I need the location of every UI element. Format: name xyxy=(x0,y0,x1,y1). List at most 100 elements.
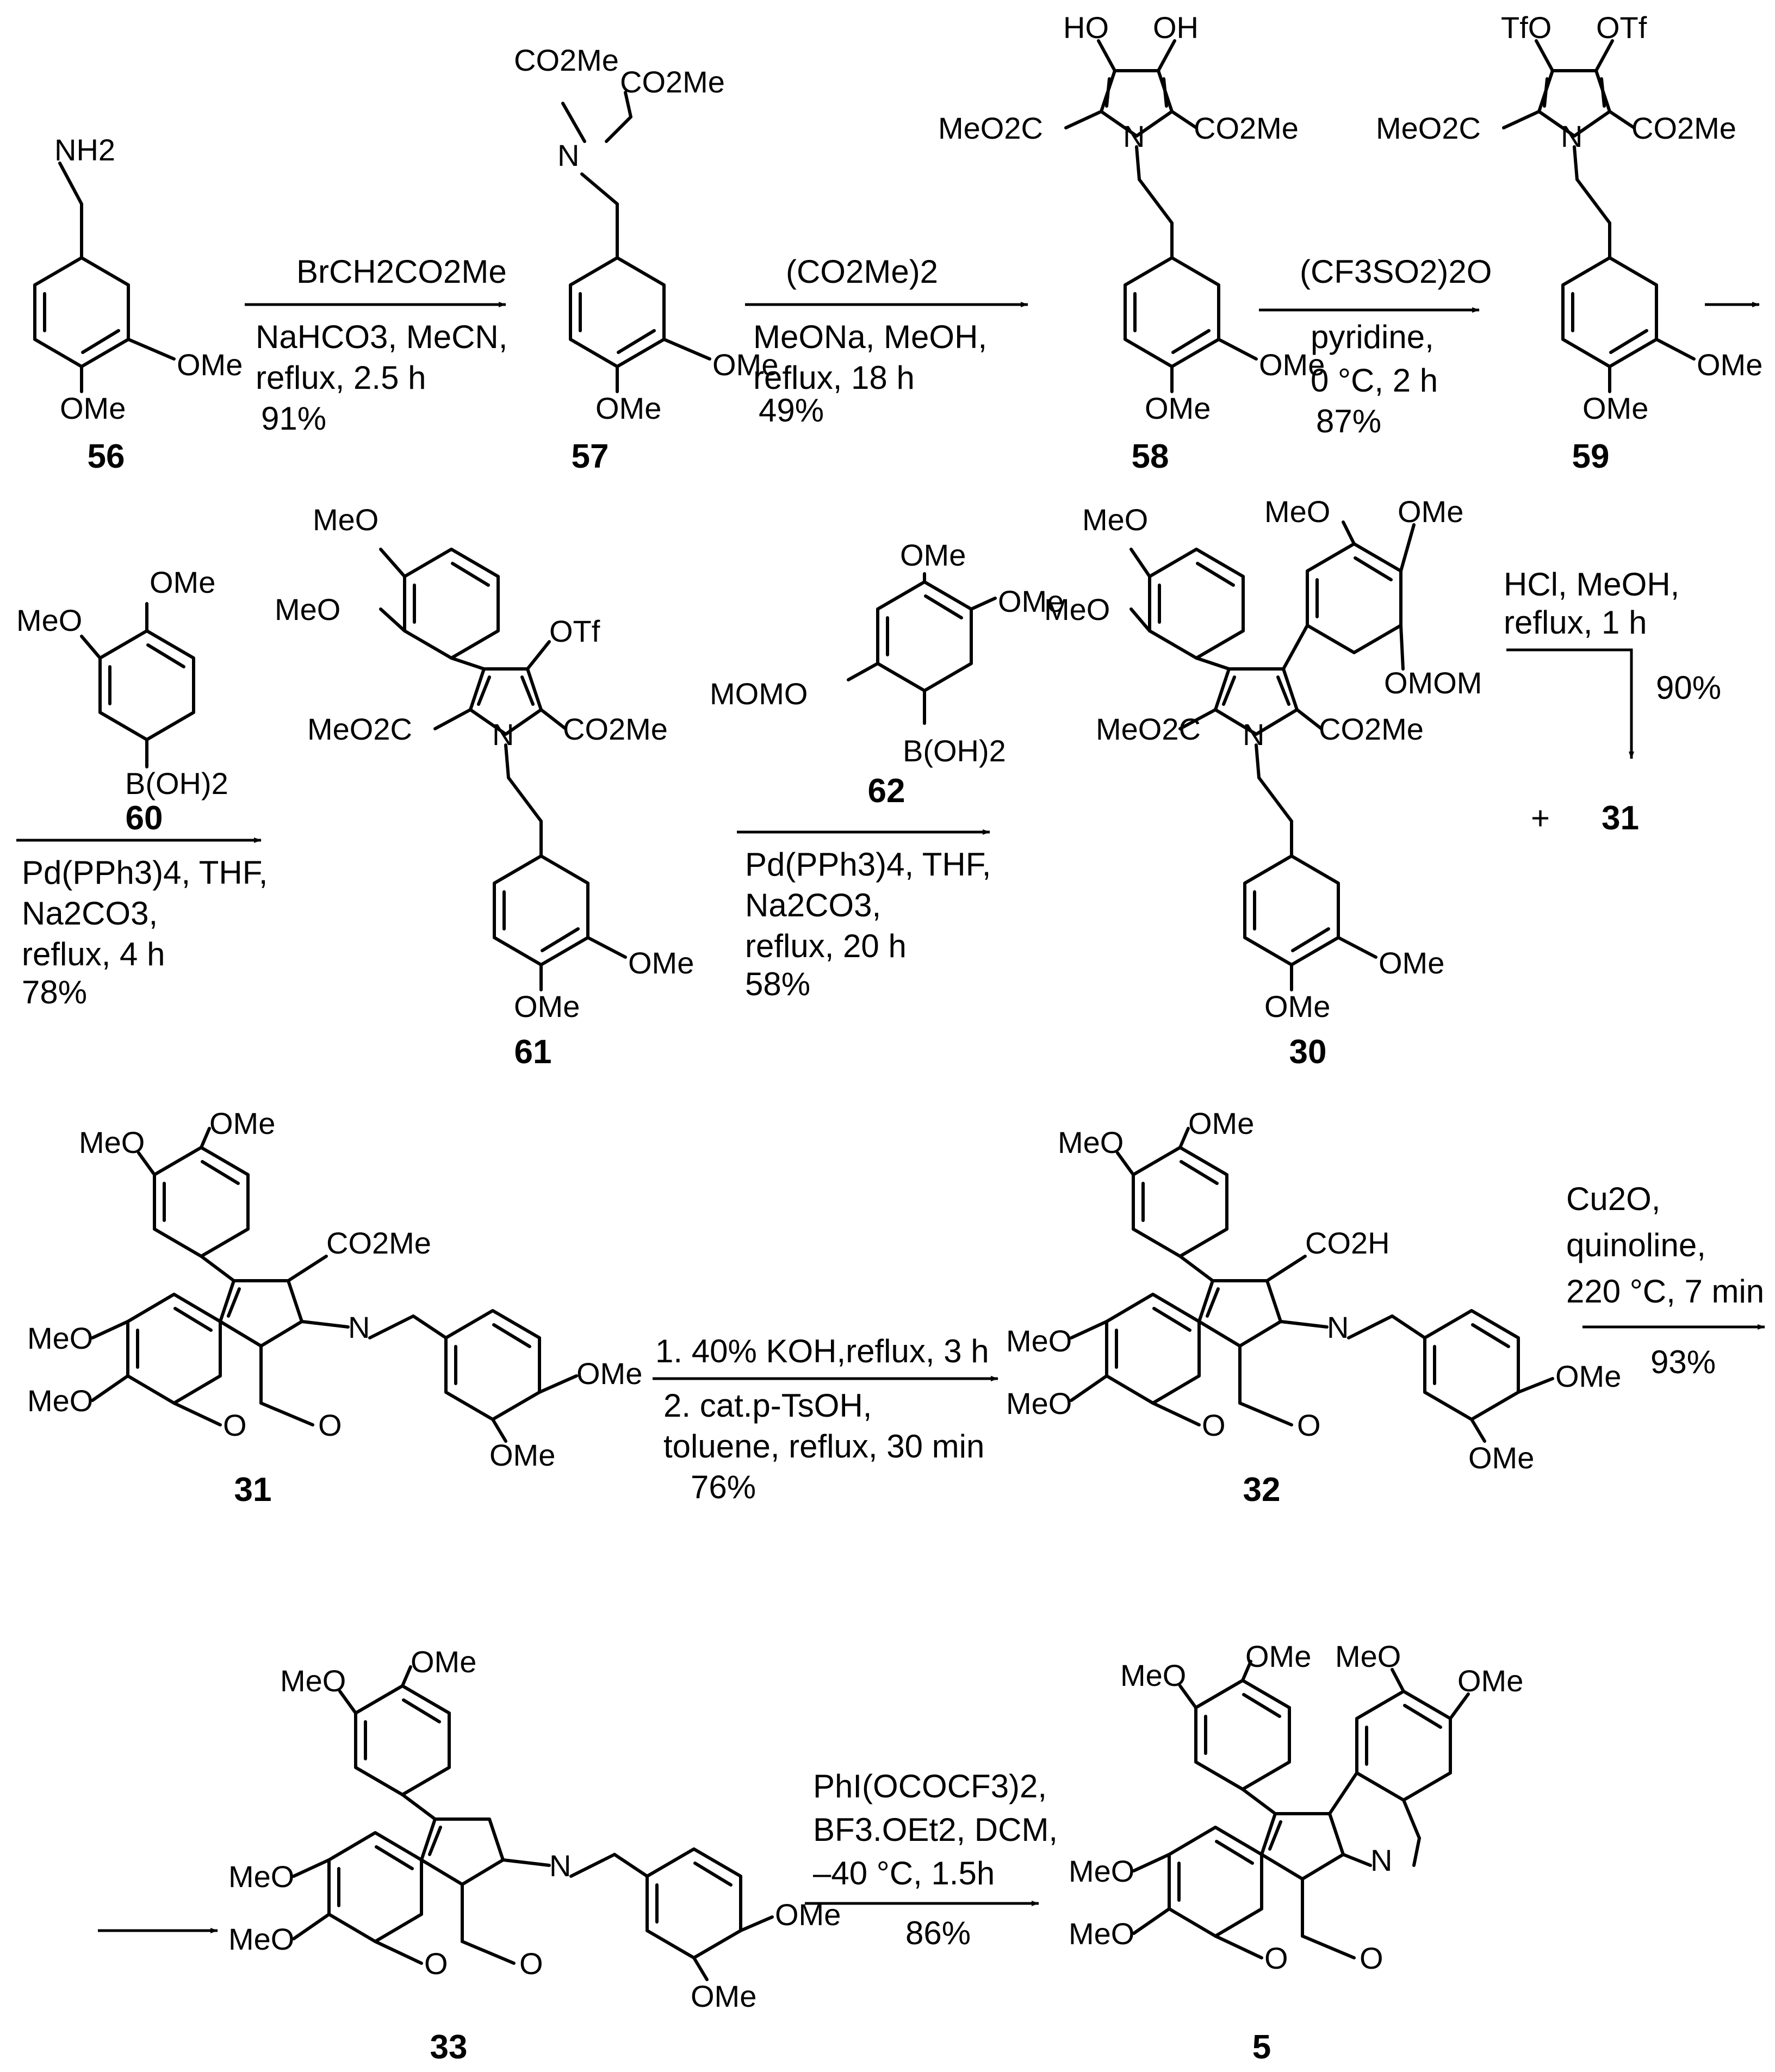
methoxy-group: OMe xyxy=(1468,1441,1534,1475)
step-7: 1. 40% KOH,reflux, 3 h 2. cat.p-TsOH, to… xyxy=(653,1333,998,1505)
compound-32: MeO OMe CO2H N MeO MeO OMe OMe O O 32 xyxy=(1006,1106,1621,1509)
methoxy-group: OMe xyxy=(177,348,243,382)
pyrrole-nitrogen: N xyxy=(348,1310,370,1344)
methoxy-group: OMe xyxy=(1379,946,1444,980)
methoxy-group: OMe xyxy=(514,989,580,1023)
hydroxy-group: OH xyxy=(1153,10,1199,45)
methoxy-group: OMe xyxy=(1145,391,1211,425)
step-3: (CF3SO2)2O pyridine, 0 °C, 2 h 87% xyxy=(1259,253,1492,439)
compound-label-56: 56 xyxy=(88,438,125,475)
compound-label-31: 31 xyxy=(234,1471,272,1509)
step-6: HCl, MeOH, reflux, 1 h 90% + 31 xyxy=(1504,566,1721,837)
pyrrole-nitrogen: N xyxy=(549,1848,571,1883)
methoxy-group: OMe xyxy=(595,391,661,425)
carbonyl-oxygen: O xyxy=(1297,1408,1321,1442)
reagent-line: BrCH2CO2Me xyxy=(296,253,507,290)
methoxy-group: OMe xyxy=(150,565,215,599)
compound-59: TfO OTf MeO2C CO2Me N OMe OMe 59 xyxy=(1376,10,1762,475)
methoxy-group: OMe xyxy=(576,1356,642,1391)
carbonyl-oxygen: O xyxy=(519,1946,543,1981)
methoxy-group: MeO xyxy=(1335,1639,1401,1673)
methoxy-group: OMe xyxy=(628,946,694,980)
compound-31: MeO OMe CO2Me N MeO MeO OMe OMe O O 31 xyxy=(27,1106,642,1509)
methoxy-group: MeO xyxy=(1006,1386,1072,1420)
methoxy-group: OMe xyxy=(900,538,966,572)
reaction-arrow xyxy=(1506,648,1634,759)
methoxy-group: MeO xyxy=(1069,1916,1134,1951)
yield-label: 90% xyxy=(1656,669,1721,706)
compound-60: OMe MeO B(OH)2 60 xyxy=(16,565,228,837)
methoxy-group: MeO xyxy=(1069,1854,1134,1888)
reagent-line: reflux, 2.5 h xyxy=(256,359,426,396)
methoxy-group: MeO xyxy=(1082,503,1148,537)
methoxy-group: MeO xyxy=(1120,1658,1186,1692)
yield-label: 86% xyxy=(905,1915,971,1951)
reagent-line: BF3.OEt2, DCM, xyxy=(813,1812,1058,1848)
yield-label: 49% xyxy=(759,392,824,429)
triflate-group: TfO xyxy=(1501,10,1551,45)
ester-group: CO2Me xyxy=(1194,111,1299,145)
reagent-line: HCl, MeOH, xyxy=(1504,566,1679,603)
methoxy-group: OMe xyxy=(1457,1664,1523,1698)
reagent-line: reflux, 1 h xyxy=(1504,604,1647,641)
compound-5: MeO OMe MeO OMe N MeO MeO O O 5 xyxy=(1069,1639,1523,2066)
compound-30: MeO MeO MeO OMe OMOM MeO2C CO2Me N OMe O… xyxy=(1044,494,1482,1071)
ester-group: MeO2C xyxy=(307,712,412,746)
methoxy-group: OMe xyxy=(411,1645,476,1679)
pyrrole-nitrogen: N xyxy=(1561,119,1582,153)
lactone-oxygen: O xyxy=(223,1408,247,1442)
compound-label-59: 59 xyxy=(1572,438,1610,475)
reagent-line: pyridine, xyxy=(1311,319,1434,355)
compound-label-33: 33 xyxy=(430,2028,468,2066)
plus-sign: + xyxy=(1531,800,1550,836)
step-4: Pd(PPh3)4, THF, Na2CO3, reflux, 4 h 78% xyxy=(16,838,268,1010)
pyrrole-nitrogen: N xyxy=(1370,1843,1392,1877)
ester-group: CO2Me xyxy=(563,712,668,746)
methoxy-group: OMe xyxy=(1259,348,1325,382)
methoxy-group: MeO xyxy=(16,603,82,637)
step-2: (CO2Me)2 MeONa, MeOH, reflux, 18 h 49% xyxy=(745,253,1028,429)
methoxy-group: MeO xyxy=(1264,494,1330,529)
ester-group: CO2Me xyxy=(514,43,619,77)
methoxy-group: MeO xyxy=(1058,1125,1124,1159)
boronic-acid-group: B(OH)2 xyxy=(903,734,1006,768)
reagent-line: Pd(PPh3)4, THF, xyxy=(745,846,991,883)
methoxy-group: OMe xyxy=(1264,989,1330,1023)
reagent-line: Pd(PPh3)4, THF, xyxy=(22,854,268,891)
methoxy-group: MeO xyxy=(313,503,378,537)
methoxy-group: OMe xyxy=(489,1438,555,1472)
compound-56: NH2 OMe OMe 56 xyxy=(33,133,243,475)
amine-nitrogen: N xyxy=(557,138,579,172)
compound-label-62: 62 xyxy=(868,772,905,810)
mom-ether-group: OMOM xyxy=(1384,666,1482,700)
triflate-group: OTf xyxy=(1596,10,1647,45)
hydroxy-group: HO xyxy=(1063,10,1109,45)
carbonyl-oxygen: O xyxy=(1360,1941,1383,1975)
methoxy-group: MeO xyxy=(27,1384,93,1418)
methoxy-group: OMe xyxy=(1398,494,1463,529)
reagent-line: Na2CO3, xyxy=(22,895,158,932)
compound-label-31-ref: 31 xyxy=(1602,799,1639,837)
step-1: BrCH2CO2Me NaHCO3, MeCN, reflux, 2.5 h 9… xyxy=(245,253,507,437)
methoxy-group: OMe xyxy=(712,348,778,382)
pyrrole-nitrogen: N xyxy=(1327,1310,1349,1344)
step-8: Cu2O, quinoline, 220 °C, 7 min 93% xyxy=(1566,1181,1765,1380)
methoxy-group: OMe xyxy=(691,1979,756,2013)
methoxy-group: MeO xyxy=(1044,592,1110,626)
reagent-line: 2. cat.p-TsOH, xyxy=(663,1387,872,1424)
step-5: Pd(PPh3)4, THF, Na2CO3, reflux, 20 h 58% xyxy=(737,829,991,1002)
reagent-line: –40 °C, 1.5h xyxy=(813,1855,995,1891)
compound-label-5: 5 xyxy=(1252,2028,1271,2066)
methoxy-group: OMe xyxy=(60,391,126,425)
compound-58: HO OH MeO2C CO2Me N OMe OMe 58 xyxy=(938,10,1325,475)
step-9: PhI(OCOCF3)2, BF3.OEt2, DCM, –40 °C, 1.5… xyxy=(805,1768,1058,1951)
ester-group: MeO2C xyxy=(1376,111,1481,145)
methoxy-group: MeO xyxy=(275,592,340,626)
methoxy-group: OMe xyxy=(1555,1359,1621,1393)
compound-label-57: 57 xyxy=(572,438,609,475)
compound-label-58: 58 xyxy=(1132,438,1169,475)
methoxy-group: MeO xyxy=(228,1859,294,1894)
methoxy-group: MeO xyxy=(27,1321,93,1355)
reagent-line: reflux, 4 h xyxy=(22,936,165,972)
